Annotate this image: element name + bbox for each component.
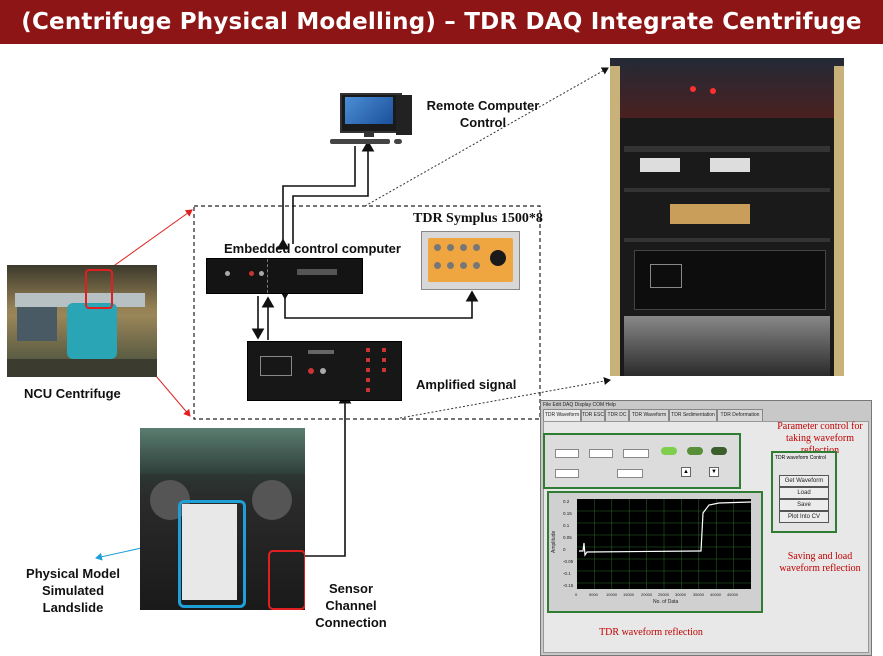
link-remote-embedded-b [292, 140, 375, 244]
ncu-centrifuge-photo [7, 265, 157, 377]
load-button[interactable]: Load [779, 487, 829, 499]
note-waveform-reflection: TDR waveform reflection [599, 627, 703, 638]
y-tick-label: -0.05 [563, 559, 574, 564]
link-remote-embedded-a [276, 146, 356, 250]
note-saving-load: Saving and load waveform reflection [779, 551, 861, 574]
param-input-3[interactable] [623, 449, 649, 458]
x-tick-label: 5000 [589, 592, 599, 597]
tab-tdr-waveform-2[interactable]: TDR Waveform [629, 409, 669, 421]
amplifier-unit [247, 341, 402, 401]
software-window: File Edit DAQ Display COM Help TDR Wavef… [540, 400, 872, 656]
arrow-centrifuge-bottom [155, 375, 191, 417]
y-ticks: 0.2 0.15 0.1 0.05 0 -0.05 -0.1 -0.15 [563, 499, 574, 588]
x-tick-label: 15000 [623, 592, 635, 597]
tab-tdr-waveform[interactable]: TDR Waveform [543, 409, 581, 421]
y-tick-label: -0.1 [563, 571, 571, 576]
panel-title: TDR waveform Control [775, 455, 826, 461]
remote-computer-icon [326, 93, 416, 145]
link-sensor-amp [293, 392, 352, 557]
led-button-3[interactable] [711, 447, 727, 455]
x-axis-label: No. of Data [653, 599, 679, 605]
led-button-2[interactable] [687, 447, 703, 455]
embedded-computer-unit [206, 258, 363, 294]
y-axis-label: Amplitude [551, 531, 557, 553]
waveform-plot-frame: 0.2 0.15 0.1 0.05 0 -0.05 -0.1 -0.15 0 5… [547, 491, 763, 613]
led-button-1[interactable] [661, 447, 677, 455]
x-tick-label: 25000 [658, 592, 670, 597]
tdr-symplus-device [421, 231, 520, 290]
x-tick-label: 20000 [641, 592, 653, 597]
physical-model-photo [140, 428, 305, 610]
system-boundary [193, 205, 541, 420]
get-waveform-button[interactable]: Get Waveform [779, 475, 829, 487]
software-tabs: TDR Waveform TDR ESC TDR DC TDR Waveform… [543, 409, 869, 421]
x-tick-label: 10000 [606, 592, 618, 597]
x-ticks: 0 5000 10000 15000 20000 25000 30000 350… [575, 592, 739, 597]
page-title: (Centrifuge Physical Modelling) – TDR DA… [0, 0, 883, 79]
y-tick-label: 0.15 [563, 511, 572, 516]
param-input-4[interactable] [555, 469, 579, 478]
x-tick-label: 35000 [693, 592, 705, 597]
daq-rack-photo [610, 58, 844, 376]
label-sensor-channel: Sensor Channel Connection [315, 581, 387, 630]
x-tick-label: 40000 [710, 592, 722, 597]
y-tick-label: 0.05 [563, 535, 572, 540]
tab-tdr-dc[interactable]: TDR DC [605, 409, 629, 421]
link-embedded-tdr [278, 288, 479, 319]
x-tick-label: 45000 [727, 592, 739, 597]
centrifuge-highlight [85, 269, 113, 309]
plot-into-cv-button[interactable]: Plot Into CV [779, 511, 829, 523]
y-tick-label: 0.1 [563, 523, 570, 528]
y-tick-label: 0 [563, 547, 566, 552]
label-embedded-computer: Embedded control computer [224, 241, 401, 256]
note-parameter-control: Parameter control for taking waveform re… [777, 421, 863, 456]
tab-tdr-deformation[interactable]: TDR Deformation [717, 409, 763, 421]
sensor-channel-highlight [268, 550, 305, 610]
param-input-2[interactable] [589, 449, 613, 458]
arrow-up-button[interactable]: ▲ [681, 467, 691, 477]
leader-rack [364, 67, 609, 207]
waveform-grid [577, 499, 751, 589]
waveform-plot: 0.2 0.15 0.1 0.05 0 -0.05 -0.1 -0.15 0 5… [551, 499, 752, 605]
param-input-1[interactable] [555, 449, 579, 458]
label-remote-computer: Remote Computer Control [426, 98, 540, 130]
save-button[interactable]: Save [779, 499, 829, 511]
arrow-centrifuge-top [107, 209, 193, 271]
label-amplified-signal: Amplified signal [416, 377, 517, 392]
leader-software [399, 377, 611, 419]
software-menu: File Edit DAQ Display COM Help [543, 402, 616, 408]
y-tick-label: 0.2 [563, 499, 570, 504]
parameter-controls: ▲ ▼ [543, 433, 741, 489]
arrow-down-button[interactable]: ▼ [709, 467, 719, 477]
y-tick-label: -0.15 [563, 583, 574, 588]
param-input-5[interactable] [617, 469, 643, 478]
waveform-control-panel: TDR waveform Control Get Waveform Load S… [771, 451, 837, 533]
physical-model-highlight [178, 500, 246, 608]
x-tick-label: 30000 [675, 592, 687, 597]
label-tdr-symplus: TDR Symplus 1500*8 [413, 211, 543, 226]
tab-tdr-esc[interactable]: TDR ESC [581, 409, 605, 421]
waveform-trace [579, 501, 752, 557]
x-tick-label: 0 [575, 592, 578, 597]
tab-tdr-sedimentation[interactable]: TDR Sedimentation [669, 409, 717, 421]
label-physical-model: Physical Model Simulated Landslide [26, 566, 120, 615]
label-ncu-centrifuge: NCU Centrifuge [24, 386, 121, 401]
